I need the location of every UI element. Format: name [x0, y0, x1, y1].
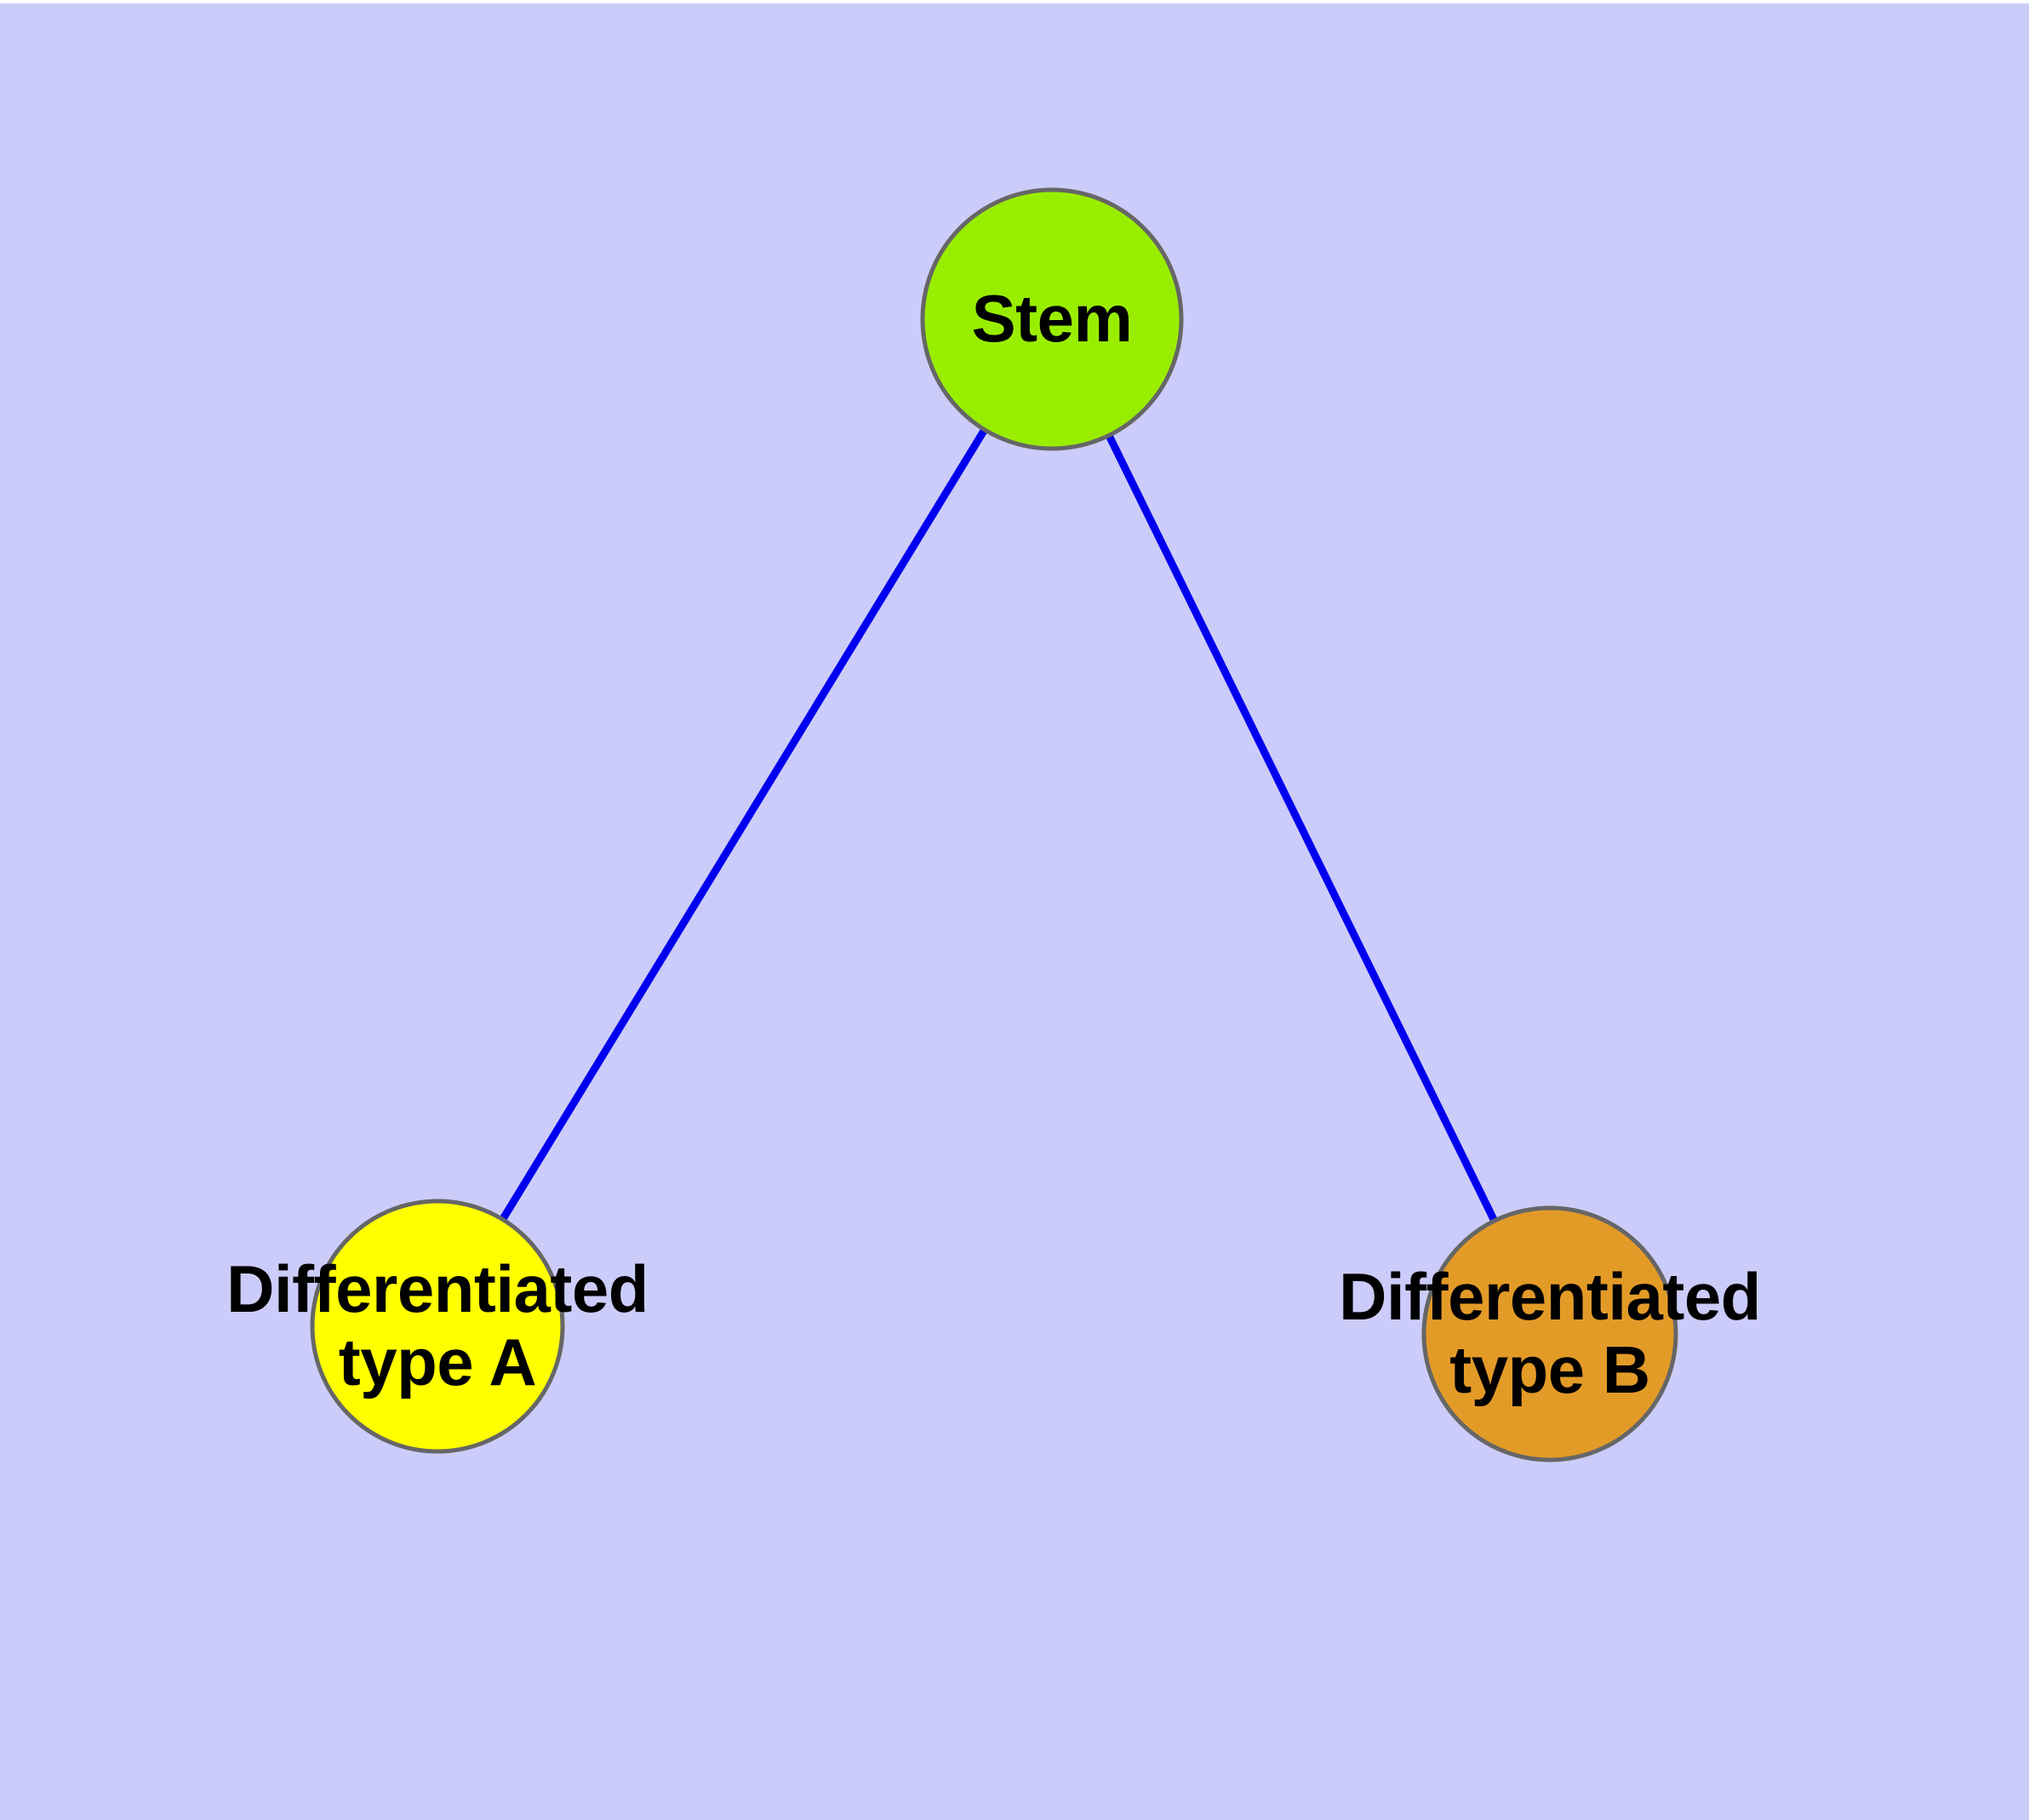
edge-stem-to-type-a	[434, 317, 1055, 1329]
edge-stem-to-type-b	[1048, 318, 1554, 1336]
node-circle-differentiated-type-b[interactable]	[1421, 1205, 1678, 1462]
top-edge-strip	[0, 0, 2029, 3]
node-layer	[310, 187, 1678, 1462]
node-circle-stem[interactable]	[920, 187, 1184, 451]
edge-layer	[434, 317, 1554, 1336]
node-circle-differentiated-type-a[interactable]	[310, 1199, 565, 1454]
